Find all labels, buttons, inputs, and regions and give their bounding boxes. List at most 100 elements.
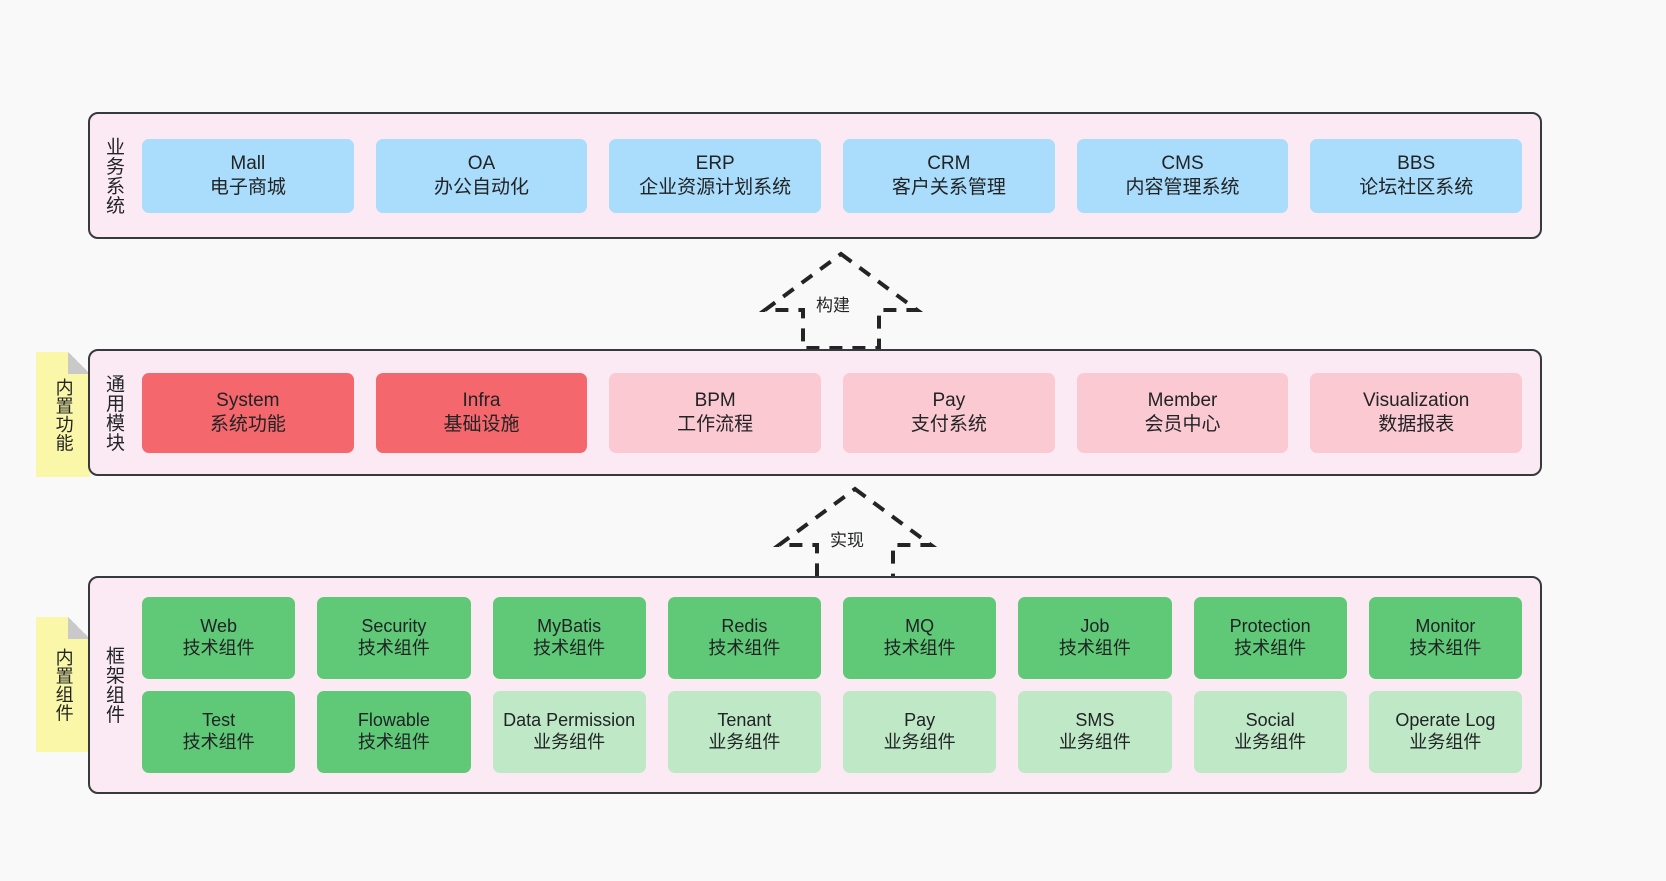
card-crm-desc: 客户关系管理 xyxy=(891,176,1006,198)
card-web[interactable]: Web 技术组件 xyxy=(142,597,296,679)
card-bbs[interactable]: BBS 论坛社区系统 xyxy=(1310,138,1523,213)
card-protection-desc: 技术组件 xyxy=(1234,638,1307,658)
card-bpm[interactable]: BPM 工作流程 xyxy=(609,372,822,453)
card-test-desc: 技术组件 xyxy=(182,732,255,752)
card-cms-desc: 内容管理系统 xyxy=(1125,176,1240,198)
layer-framework-components-title: 框架组件 xyxy=(103,646,125,724)
card-sms-desc: 业务组件 xyxy=(1058,732,1131,752)
card-infra[interactable]: Infra 基础设施 xyxy=(375,372,588,453)
card-pay-component[interactable]: Pay 业务组件 xyxy=(843,691,997,773)
note-builtin-component: 内置组件 xyxy=(36,617,90,752)
card-pay-module-name: Pay xyxy=(932,390,966,412)
layer-common-modules-title: 通用模块 xyxy=(103,373,125,452)
business-systems-row: Mall 电子商城 OA 办公自动化 ERP 企业资源计划系统 CRM 客户关系… xyxy=(142,138,1523,213)
card-mq[interactable]: MQ 技术组件 xyxy=(843,597,997,679)
card-monitor-desc: 技术组件 xyxy=(1409,638,1482,658)
card-member[interactable]: Member 会员中心 xyxy=(1076,372,1289,453)
card-job[interactable]: Job 技术组件 xyxy=(1018,597,1172,679)
card-security-name: Security xyxy=(361,616,427,637)
card-redis-name: Redis xyxy=(721,616,768,637)
card-data-permission[interactable]: Data Permission 业务组件 xyxy=(492,691,646,773)
card-data-permission-name: Data Permission xyxy=(503,710,636,731)
card-security[interactable]: Security 技术组件 xyxy=(317,597,471,679)
common-modules-row: System 系统功能 Infra 基础设施 BPM 工作流程 Pay 支付系统… xyxy=(142,372,1523,453)
card-social-name: Social xyxy=(1245,710,1295,731)
card-social-desc: 业务组件 xyxy=(1234,732,1307,752)
card-job-name: Job xyxy=(1080,616,1110,637)
framework-biz-row: Test 技术组件 Flowable 技术组件 Data Permission … xyxy=(142,691,1522,773)
card-test-name: Test xyxy=(202,710,236,731)
card-crm-name: CRM xyxy=(927,153,971,175)
card-member-name: Member xyxy=(1147,390,1218,412)
card-visualization-desc: 数据报表 xyxy=(1378,413,1455,435)
layer-common-modules-body: System 系统功能 Infra 基础设施 BPM 工作流程 Pay 支付系统… xyxy=(136,351,1540,474)
card-mybatis-name: MyBatis xyxy=(537,616,602,637)
framework-tech-row: Web 技术组件 Security 技术组件 MyBatis 技术组件 Redi… xyxy=(142,597,1522,679)
card-security-desc: 技术组件 xyxy=(357,638,430,658)
card-redis-desc: 技术组件 xyxy=(708,638,781,658)
card-mq-desc: 技术组件 xyxy=(883,638,956,658)
card-mall-name: Mall xyxy=(230,153,266,175)
card-redis[interactable]: Redis 技术组件 xyxy=(667,597,821,679)
layer-common-modules: 通用模块 System 系统功能 Infra 基础设施 BPM 工作流程 Pay… xyxy=(88,349,1542,476)
card-web-desc: 技术组件 xyxy=(182,638,255,658)
card-sms-name: SMS xyxy=(1075,710,1115,731)
card-visualization[interactable]: Visualization 数据报表 xyxy=(1310,372,1523,453)
note-builtin-component-label: 内置组件 xyxy=(53,647,74,722)
layer-business-systems-body: Mall 电子商城 OA 办公自动化 ERP 企业资源计划系统 CRM 客户关系… xyxy=(136,114,1540,237)
card-social[interactable]: Social 业务组件 xyxy=(1193,691,1347,773)
layer-business-systems: 业务系统 Mall 电子商城 OA 办公自动化 ERP 企业资源计划系统 CRM… xyxy=(88,112,1542,239)
card-mybatis-desc: 技术组件 xyxy=(533,638,606,658)
card-pay-module[interactable]: Pay 支付系统 xyxy=(843,372,1055,453)
card-mybatis[interactable]: MyBatis 技术组件 xyxy=(492,597,646,679)
card-erp[interactable]: ERP 企业资源计划系统 xyxy=(609,138,822,213)
card-monitor[interactable]: Monitor 技术组件 xyxy=(1368,597,1522,679)
card-oa[interactable]: OA 办公自动化 xyxy=(375,138,588,213)
card-job-desc: 技术组件 xyxy=(1058,638,1131,658)
card-system[interactable]: System 系统功能 xyxy=(142,372,354,453)
card-protection[interactable]: Protection 技术组件 xyxy=(1193,597,1347,679)
card-sms[interactable]: SMS 业务组件 xyxy=(1018,691,1172,773)
card-operate-log-name: Operate Log xyxy=(1395,710,1496,731)
card-flowable-name: Flowable xyxy=(357,710,430,731)
layer-framework-components-body: Web 技术组件 Security 技术组件 MyBatis 技术组件 Redi… xyxy=(136,578,1540,792)
card-infra-desc: 基础设施 xyxy=(443,413,520,435)
layer-framework-components: 框架组件 Web 技术组件 Security 技术组件 MyBatis 技术组件… xyxy=(88,576,1542,794)
card-test[interactable]: Test 技术组件 xyxy=(142,691,296,773)
card-bbs-name: BBS xyxy=(1397,153,1436,175)
card-bpm-desc: 工作流程 xyxy=(677,413,754,435)
card-cms[interactable]: CMS 内容管理系统 xyxy=(1076,138,1289,213)
card-monitor-name: Monitor xyxy=(1415,616,1476,637)
implement-arrow-label: 实现 xyxy=(830,531,864,550)
card-system-name: System xyxy=(216,390,280,412)
card-cms-name: CMS xyxy=(1161,153,1204,175)
card-oa-desc: 办公自动化 xyxy=(434,176,530,198)
card-infra-name: Infra xyxy=(462,390,501,412)
card-operate-log[interactable]: Operate Log 业务组件 xyxy=(1368,691,1522,773)
card-pay-component-name: Pay xyxy=(904,710,936,731)
card-pay-component-desc: 业务组件 xyxy=(883,732,956,752)
build-arrow-label: 构建 xyxy=(816,296,850,315)
card-flowable[interactable]: Flowable 技术组件 xyxy=(317,691,471,773)
card-tenant-desc: 业务组件 xyxy=(708,732,781,752)
card-visualization-name: Visualization xyxy=(1363,390,1470,412)
card-web-name: Web xyxy=(200,616,237,637)
card-crm[interactable]: CRM 客户关系管理 xyxy=(843,138,1055,213)
card-tenant[interactable]: Tenant 业务组件 xyxy=(667,691,821,773)
card-protection-name: Protection xyxy=(1229,616,1311,637)
card-flowable-desc: 技术组件 xyxy=(357,732,430,752)
note-builtin-function: 内置功能 xyxy=(36,352,90,477)
card-mq-name: MQ xyxy=(905,616,935,637)
note-builtin-function-label: 内置功能 xyxy=(53,377,74,452)
card-tenant-name: Tenant xyxy=(717,710,772,731)
card-erp-desc: 企业资源计划系统 xyxy=(639,176,792,198)
card-bpm-name: BPM xyxy=(694,390,736,412)
layer-business-systems-title: 业务系统 xyxy=(103,136,125,215)
card-member-desc: 会员中心 xyxy=(1144,413,1221,435)
card-mall[interactable]: Mall 电子商城 xyxy=(142,138,354,213)
card-bbs-desc: 论坛社区系统 xyxy=(1359,176,1474,198)
card-operate-log-desc: 业务组件 xyxy=(1409,732,1482,752)
card-mall-desc: 电子商城 xyxy=(209,176,286,198)
card-system-desc: 系统功能 xyxy=(209,413,286,435)
